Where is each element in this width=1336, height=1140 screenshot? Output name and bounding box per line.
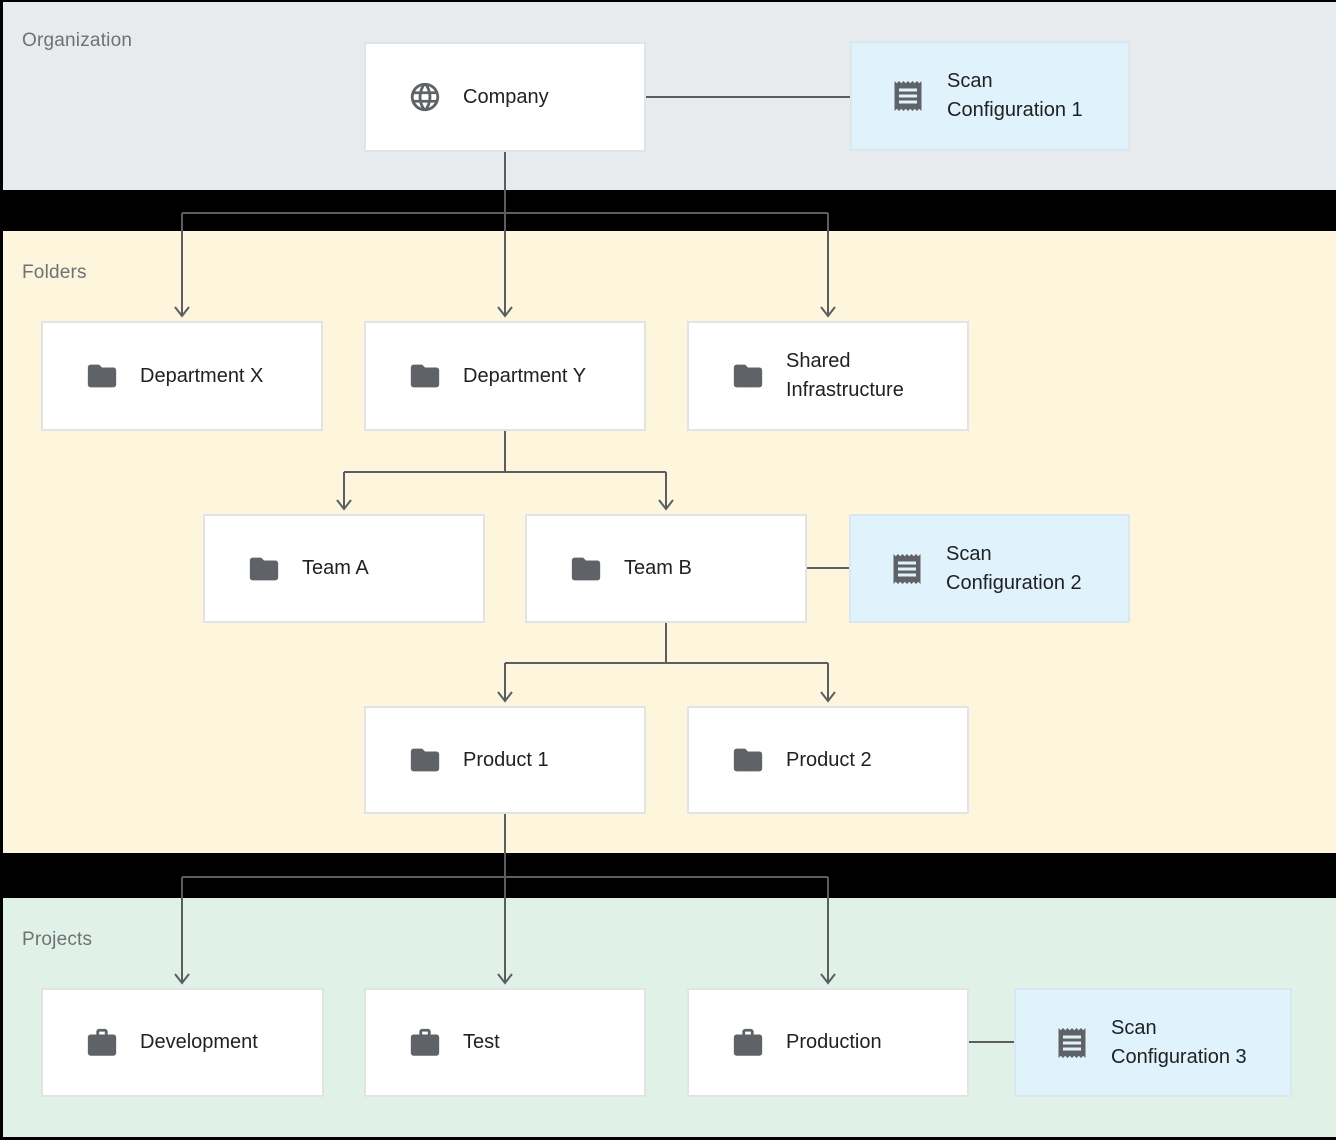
node-label: Company — [463, 85, 549, 108]
node-label: Scan Configuration 1 — [947, 70, 1083, 121]
node-label: Shared Infrastructure — [786, 350, 904, 401]
node-department-y: Department Y — [364, 321, 646, 431]
briefcase-icon — [85, 1026, 119, 1060]
node-scan-config-2: Scan Configuration 2 — [849, 514, 1130, 623]
folder-icon — [408, 359, 442, 393]
receipt-icon — [1054, 1025, 1090, 1061]
node-label: Development — [140, 1031, 258, 1053]
node-label: Product 1 — [463, 748, 549, 771]
node-label: Scan Configuration 2 — [946, 542, 1082, 594]
edge-team-b-to-products — [497, 623, 836, 703]
briefcase-icon — [731, 1026, 765, 1060]
node-label: Team B — [624, 557, 692, 579]
node-team-a: Team A — [203, 514, 485, 623]
organization-section-label: Organization — [22, 30, 133, 51]
edge-department-y-to-teams — [336, 431, 674, 511]
node-production: Production — [687, 988, 969, 1097]
folder-icon — [247, 552, 281, 586]
folder-icon — [408, 743, 442, 777]
folder-icon — [731, 743, 765, 777]
folders-section-label: Folders — [22, 262, 87, 283]
node-label: Scan Configuration 3 — [1111, 1016, 1247, 1068]
receipt-icon — [889, 551, 925, 587]
node-label: Product 2 — [786, 748, 872, 771]
node-company: Company — [364, 42, 646, 152]
node-test: Test — [364, 988, 646, 1097]
receipt-icon — [890, 78, 926, 114]
node-label: Production — [786, 1031, 882, 1053]
briefcase-icon — [408, 1026, 442, 1060]
node-team-b: Team B — [525, 514, 807, 623]
edge-product-1-to-projects — [174, 814, 836, 985]
node-department-x: Department X — [41, 321, 323, 431]
node-scan-config-1: Scan Configuration 1 — [850, 41, 1130, 151]
projects-section-label: Projects — [22, 929, 93, 950]
node-development: Development — [41, 988, 324, 1097]
node-label: Department X — [140, 364, 264, 387]
node-scan-config-3: Scan Configuration 3 — [1014, 988, 1292, 1097]
folder-icon — [569, 552, 603, 586]
edge-company-to-departments — [174, 152, 836, 318]
node-product-1: Product 1 — [364, 706, 646, 814]
globe-icon — [408, 80, 442, 114]
node-label: Department Y — [463, 364, 587, 387]
folder-icon — [731, 359, 765, 393]
node-label: Test — [463, 1031, 500, 1053]
node-product-2: Product 2 — [687, 706, 969, 814]
node-label: Team A — [302, 557, 369, 579]
node-shared-infrastructure: Shared Infrastructure — [687, 321, 969, 431]
folder-icon — [85, 359, 119, 393]
